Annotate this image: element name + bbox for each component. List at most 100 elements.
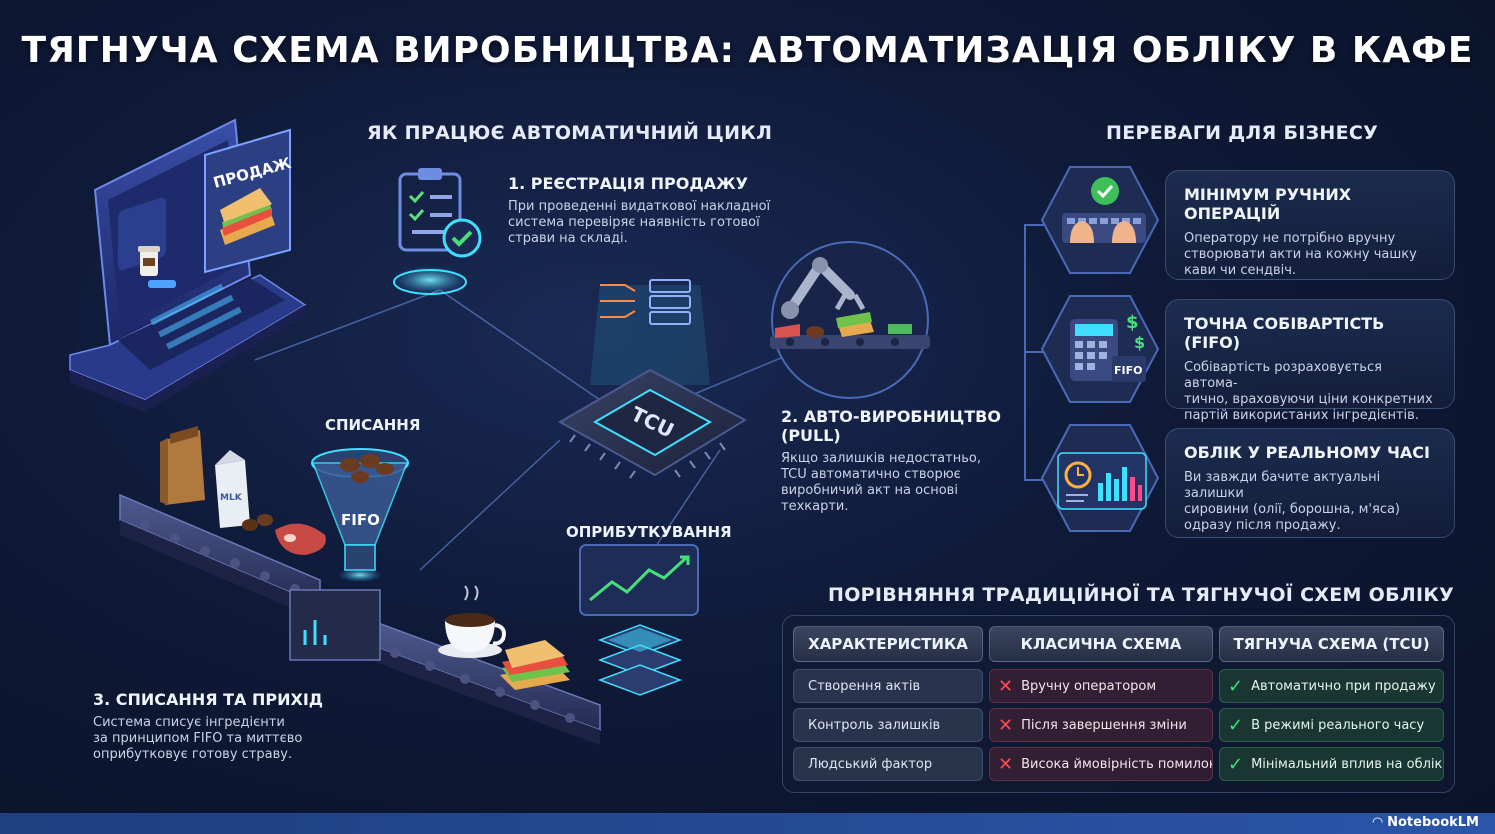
calculator-icon: $ $ FIFO bbox=[1040, 295, 1160, 403]
server-icon bbox=[590, 279, 710, 385]
income-label: ОПРИБУТКУВАННЯ bbox=[566, 523, 732, 541]
table-row-label: Створення актів bbox=[793, 669, 983, 703]
notebooklm-brand: ◠ NotebookLM bbox=[1373, 815, 1479, 830]
step-1-line: система перевіряє наявність готової bbox=[508, 215, 760, 230]
benefit-card-manual: МІНІМУМ РУЧНИХ ОПЕРАЦІЙ Оператору не пот… bbox=[1165, 170, 1455, 280]
table-cell-text: Після завершення зміни bbox=[1021, 717, 1187, 733]
table-row-label: Контроль залишків bbox=[793, 708, 983, 742]
keyboard-hands-icon bbox=[1040, 166, 1160, 274]
cross-icon: ✕ bbox=[998, 714, 1014, 736]
steak-icon bbox=[275, 523, 326, 555]
benefit-text: Собівартість розраховується автома- тичн… bbox=[1184, 360, 1436, 424]
sandwich-icon bbox=[220, 188, 275, 245]
step-2-line: Якщо залишків недостатньо, bbox=[781, 451, 981, 466]
clipboard-icon bbox=[398, 168, 482, 258]
cross-icon: ✕ bbox=[998, 753, 1014, 775]
step-2-title: 2. АВТО-ВИРОБНИЦТВО (PULL) bbox=[781, 407, 1001, 445]
step-1-line: При проведенні видаткової накладної bbox=[508, 199, 771, 214]
step-2-title-line: (PULL) bbox=[781, 426, 841, 445]
step-3-line: оприбутковує готову страву. bbox=[93, 747, 293, 762]
table-cell-pull: ✓В режимі реального часу bbox=[1219, 708, 1444, 742]
stock-monitor-icon bbox=[579, 544, 699, 696]
table-cell-text: Автоматично при продажу bbox=[1251, 678, 1436, 694]
line-chip-to-robot bbox=[679, 349, 801, 401]
benefit-card-realtime: ОБЛІК У РЕАЛЬНОМУ ЧАСІ Ви завжди бачите … bbox=[1165, 428, 1455, 538]
robot-production-icon bbox=[770, 241, 930, 399]
table-cell-pull: ✓ Мінімальний вплив на облік bbox=[1219, 747, 1444, 781]
table-cell-classic: ✕ Висока ймовірність помилок bbox=[989, 747, 1213, 781]
benefit-line: Собівартість розраховується автома- bbox=[1184, 360, 1382, 391]
pedestal-ring bbox=[393, 269, 467, 295]
cycle-heading: ЯК ПРАЦЮЄ АВТОМАТИЧНИЙ ЦИКЛ bbox=[367, 122, 773, 144]
table-cell-text: Вручну оператором bbox=[1021, 678, 1157, 694]
cycle-illustration: ПРОДАЖ TCU bbox=[69, 118, 930, 745]
column-header-pull: ТЯГНУЧА СХЕМА (TCU) bbox=[1219, 626, 1444, 662]
comparison-heading: ПОРІВНЯННЯ ТРАДИЦІЙНОЇ ТА ТЯГНУЧОЇ СХЕМ … bbox=[828, 584, 1455, 606]
writeoff-label: СПИСАННЯ bbox=[325, 416, 421, 434]
milk-label: MLK bbox=[220, 493, 243, 503]
column-header-classic: КЛАСИЧНА СХЕМА bbox=[989, 626, 1213, 662]
benefit-line: кави чи сендвіч. bbox=[1184, 263, 1297, 278]
benefit-line: сировини (олії, борошна, м'яса) bbox=[1184, 502, 1401, 517]
step-3: 3. СПИСАННЯ ТА ПРИХІД Система списує інг… bbox=[93, 690, 353, 763]
step-3-line: за принципом FIFO та миттєво bbox=[93, 731, 303, 746]
svg-text:$: $ bbox=[1134, 333, 1145, 352]
benefit-title: ТОЧНА СОБІВАРТІСТЬ (FIFO) bbox=[1184, 314, 1385, 352]
step-1-line: страви на складі. bbox=[508, 231, 628, 246]
milk-carton-icon: MLK bbox=[215, 450, 250, 528]
svg-text:$: $ bbox=[1126, 312, 1139, 333]
check-icon: ✓ bbox=[1228, 714, 1244, 736]
page-title: ТЯГНУЧА СХЕМА ВИРОБНИЦТВА: АВТОМАТИЗАЦІЯ… bbox=[21, 30, 1474, 71]
step-2-title-line: 2. АВТО-ВИРОБНИЦТВО bbox=[781, 407, 1001, 426]
benefit-line: тично, враховуючи ціни конкретних bbox=[1184, 392, 1433, 407]
step-3-line: Система списує інгредієнти bbox=[93, 715, 285, 730]
table-cell-classic: ✕Вручну оператором bbox=[989, 669, 1213, 703]
column-header-characteristic: ХАРАКТЕРИСТИКА bbox=[793, 626, 983, 662]
table-row-label: Людський фактор bbox=[793, 747, 983, 781]
benefit-line: Оператору не потрібно вручну bbox=[1184, 231, 1396, 246]
conveyor-belt bbox=[119, 493, 601, 745]
notebooklm-logo-icon: ◠ bbox=[1372, 815, 1388, 830]
benefit-line: одразу після продажу. bbox=[1184, 518, 1341, 533]
benefit-title: МІНІМУМ РУЧНИХ ОПЕРАЦІЙ bbox=[1184, 185, 1352, 223]
comparison-table: ХАРАКТЕРИСТИКА КЛАСИЧНА СХЕМА ТЯГНУЧА СХ… bbox=[782, 615, 1455, 793]
calc-fifo-label: FIFO bbox=[1114, 364, 1142, 377]
step-2-line: виробничий акт на основі bbox=[781, 483, 958, 498]
step-3-title: 3. СПИСАННЯ ТА ПРИХІД bbox=[93, 690, 324, 709]
footer-bar bbox=[0, 813, 1495, 834]
line-laptop-to-step1 bbox=[254, 289, 441, 361]
step-1: 1. РЕЄСТРАЦІЯ ПРОДАЖУ При проведенні вид… bbox=[508, 174, 778, 247]
table-cell-pull: ✓Автоматично при продажу bbox=[1219, 669, 1444, 703]
table-cell-text: Висока ймовірність помилок bbox=[1021, 756, 1213, 772]
sale-screen-card: ПРОДАЖ bbox=[204, 128, 294, 274]
benefit-text: Оператору не потрібно вручну створювати … bbox=[1184, 231, 1436, 279]
line-step1-to-chip bbox=[439, 289, 601, 401]
step-2-line: TCU автоматично створює bbox=[781, 467, 961, 482]
tcu-chip-icon: TCU bbox=[557, 368, 748, 479]
flour-bag-icon bbox=[160, 426, 205, 505]
table-cell-classic: ✕ Після завершення зміни bbox=[989, 708, 1213, 742]
line-chip-to-funnel bbox=[419, 439, 561, 571]
step-1-text: При проведенні видаткової накладної сист… bbox=[508, 199, 778, 247]
fifo-funnel-icon: FIFO bbox=[311, 448, 409, 582]
benefit-card-fifo: ТОЧНА СОБІВАРТІСТЬ (FIFO) Собівартість р… bbox=[1165, 299, 1455, 423]
coffee-cup-icon bbox=[438, 585, 506, 658]
benefits-connector bbox=[1024, 224, 1045, 481]
check-icon: ✓ bbox=[1228, 753, 1244, 775]
step-2-text: Якщо залишків недостатньо, TCU автоматич… bbox=[781, 451, 1001, 515]
funnel-label: FIFO bbox=[341, 511, 380, 529]
flow-lines bbox=[254, 289, 801, 571]
pedestal-glow bbox=[392, 266, 468, 294]
benefit-line: партій використаних інгредієнтів. bbox=[1184, 408, 1419, 423]
table-cell-text: Мінімальний вплив на облік bbox=[1251, 756, 1443, 772]
benefit-line: Ви завжди бачите актуальні залишки bbox=[1184, 470, 1381, 501]
step-2: 2. АВТО-ВИРОБНИЦТВО (PULL) Якщо залишків… bbox=[781, 407, 1001, 515]
dashboard-icon bbox=[1040, 424, 1160, 532]
brand-text: NotebookLM bbox=[1387, 815, 1479, 830]
sandwich-belt-icon bbox=[500, 640, 570, 690]
step-3-text: Система списує інгредієнти за принципом … bbox=[93, 715, 353, 763]
step-1-title: 1. РЕЄСТРАЦІЯ ПРОДАЖУ bbox=[508, 174, 748, 193]
benefit-text: Ви завжди бачите актуальні залишки сиров… bbox=[1184, 470, 1436, 534]
benefit-line: створювати акти на кожну чашку bbox=[1184, 247, 1417, 262]
step-2-line: техкарти. bbox=[781, 499, 849, 514]
